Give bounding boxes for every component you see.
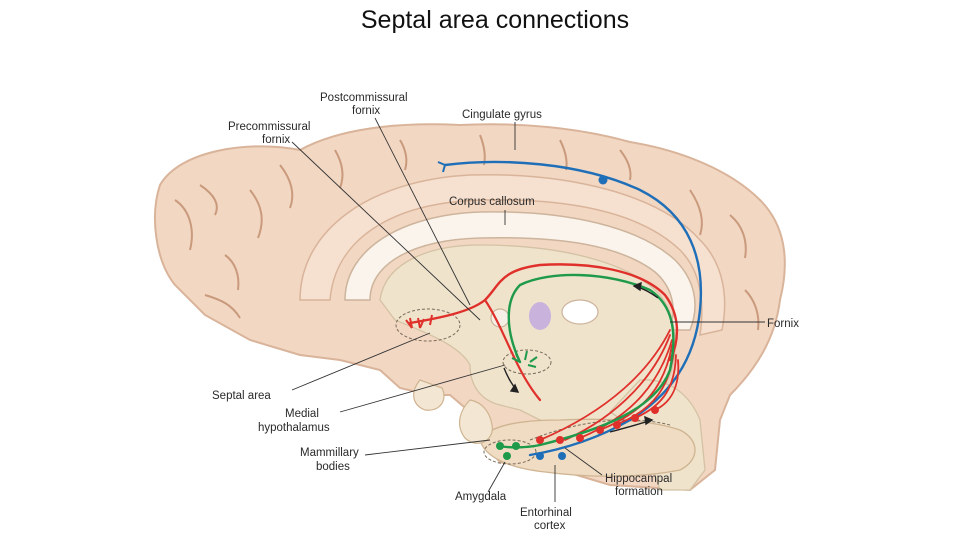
medial-hypothalamus-region: [502, 349, 552, 375]
leader-lines: [291, 117, 765, 502]
label-cingulate-gyrus: Cingulate gyrus: [462, 109, 542, 121]
label-medial-hypothalamus: Medial hypothalamus: [258, 408, 330, 434]
thalamic-nucleus: [561, 299, 599, 325]
pituitary: [458, 399, 493, 444]
fornix-to-mammillary: [498, 273, 675, 449]
amygdala-cell-bodies: [496, 442, 520, 460]
label-hippocampal-formation: Hippocampal formation: [605, 473, 675, 498]
label-amygdala: Amygdala: [455, 491, 507, 503]
labels: Postcommissural fornix Precommissural fo…: [212, 92, 799, 532]
septal-terminals-red: [405, 314, 433, 329]
septal-efferent-descending: [483, 298, 542, 402]
label-mammillary-bodies: Mammillary bodies: [300, 447, 362, 473]
diencephalon: [379, 244, 676, 431]
hypothalamic-terminals-green: [511, 350, 538, 368]
label-septal-area: Septal area: [212, 390, 271, 402]
septal-area-region: [395, 308, 461, 342]
corpus-callosum: [344, 211, 696, 331]
terminals: [405, 161, 659, 460]
cingulate-terminal-blue: [437, 161, 446, 173]
cingulum-pathway: [443, 160, 703, 457]
label-fornix: Fornix: [767, 318, 799, 330]
septal-efferent-arch: [408, 263, 679, 362]
label-entorhinal-cortex: Entorhinal cortex: [520, 507, 575, 532]
interthalamic-adhesion: [529, 302, 551, 330]
pathways: [408, 160, 703, 457]
entorhinal-cell-bodies: [536, 175, 608, 460]
label-precommissural-fornix: Precommissural fornix: [228, 121, 314, 146]
slide-title: Septal area connections: [360, 6, 630, 34]
brain-tissue: [154, 123, 786, 492]
cingulate-gyrus: [299, 173, 726, 336]
sulci: [174, 134, 760, 331]
label-postcommissural-fornix: Postcommissural fornix: [320, 92, 411, 117]
label-corpus-callosum: Corpus callosum: [449, 196, 535, 208]
hippocampal-cell-bodies: [536, 406, 659, 444]
temporal-lobe: [479, 418, 696, 477]
amygdala-region: [483, 439, 537, 465]
anterior-commissure: [490, 308, 510, 328]
direction-arrows: [503, 281, 659, 433]
hippocampal-region: [529, 419, 671, 441]
